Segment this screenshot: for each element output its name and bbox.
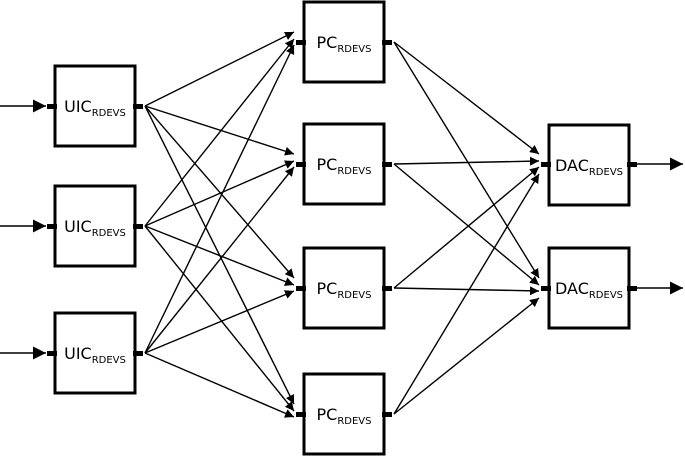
output-port — [133, 224, 143, 229]
pc-label: PCRDEVS — [317, 33, 372, 55]
output-port — [133, 351, 143, 356]
input-port — [47, 104, 57, 109]
uic-label-name: UIC — [64, 97, 92, 116]
edge-pc2-dac2 — [393, 163, 540, 286]
input-port — [296, 286, 306, 291]
pc-label: PCRDEVS — [317, 405, 372, 427]
pc-node-1: PCRDEVS — [296, 0, 392, 84]
output-port — [133, 104, 143, 109]
edge-pc3-dac2 — [393, 286, 540, 296]
edge-pc4-dac1 — [393, 173, 540, 415]
uic-node-3: UICRDEVS — [47, 311, 143, 395]
output-arrows — [637, 157, 683, 295]
pc-label-sub: RDEVS — [337, 166, 371, 177]
pc-box — [302, 372, 386, 456]
input-port — [296, 162, 306, 167]
edge-uic2-pc4 — [144, 225, 295, 412]
input-arrows — [0, 99, 46, 360]
uic-label-sub: RDEVS — [92, 355, 126, 366]
pc-label-name: PC — [317, 405, 338, 424]
pc-label-name: PC — [317, 155, 338, 174]
uic-label: UICRDEVS — [64, 217, 126, 239]
input-port — [541, 162, 551, 167]
pc-label-name: PC — [317, 33, 338, 52]
dac-label-name: DAC — [555, 156, 589, 175]
edge-uic3-pc3 — [144, 290, 295, 354]
uic-label: UICRDEVS — [64, 344, 126, 366]
output-port — [627, 162, 637, 167]
connection-edges — [144, 31, 540, 418]
uic-label-sub: RDEVS — [92, 228, 126, 239]
edge-uic2-pc2 — [144, 160, 295, 227]
pc-label-sub: RDEVS — [337, 290, 371, 301]
dac-label-sub: RDEVS — [589, 290, 623, 301]
edge-pc4-dac2 — [393, 297, 540, 415]
edge-pc1-dac1 — [393, 41, 540, 155]
uic-label-name: UIC — [64, 344, 92, 363]
pc-label: PCRDEVS — [317, 279, 372, 301]
uic-box — [53, 184, 137, 268]
dac-node-1: DACRDEVS — [541, 123, 637, 207]
edge-pc1-dac2 — [393, 41, 540, 279]
output-port — [382, 40, 392, 45]
edge-uic2-pc3 — [144, 225, 295, 286]
pc-node-4: PCRDEVS — [296, 372, 392, 456]
edge-uic1-pc2 — [144, 105, 295, 156]
pc-label-sub: RDEVS — [337, 416, 371, 427]
input-port — [47, 351, 57, 356]
input-port — [296, 40, 306, 45]
input-port — [47, 224, 57, 229]
pc-label-sub: RDEVS — [337, 44, 371, 55]
uic-label-name: UIC — [64, 217, 92, 236]
output-port — [382, 162, 392, 167]
pc-label: PCRDEVS — [317, 155, 372, 177]
edge-uic3-pc2 — [144, 166, 295, 354]
edge-pc3-dac1 — [393, 166, 540, 289]
edge-uic2-pc1 — [144, 38, 295, 227]
edge-uic1-pc1 — [144, 31, 295, 107]
output-port — [382, 412, 392, 417]
edge-uic3-pc4 — [144, 352, 295, 418]
uic-label: UICRDEVS — [64, 97, 126, 119]
edge-uic3-pc1 — [144, 44, 295, 354]
output-port — [627, 286, 637, 291]
dac-label: DACRDEVS — [555, 279, 623, 301]
dac-label-name: DAC — [555, 279, 589, 298]
pc-label-name: PC — [317, 279, 338, 298]
input-port — [541, 286, 551, 291]
dac-label: DACRDEVS — [555, 156, 623, 178]
edge-pc2-dac1 — [393, 156, 540, 166]
uic-label-sub: RDEVS — [92, 108, 126, 119]
uic-node-2: UICRDEVS — [47, 184, 143, 268]
uic-node-1: UICRDEVS — [47, 64, 143, 148]
pc-node-3: PCRDEVS — [296, 246, 392, 330]
input-port — [296, 412, 306, 417]
output-port — [382, 286, 392, 291]
dac-label-sub: RDEVS — [589, 167, 623, 178]
pc-node-2: PCRDEVS — [296, 122, 392, 206]
edge-uic1-pc3 — [144, 105, 295, 279]
dac-node-2: DACRDEVS — [541, 246, 637, 330]
